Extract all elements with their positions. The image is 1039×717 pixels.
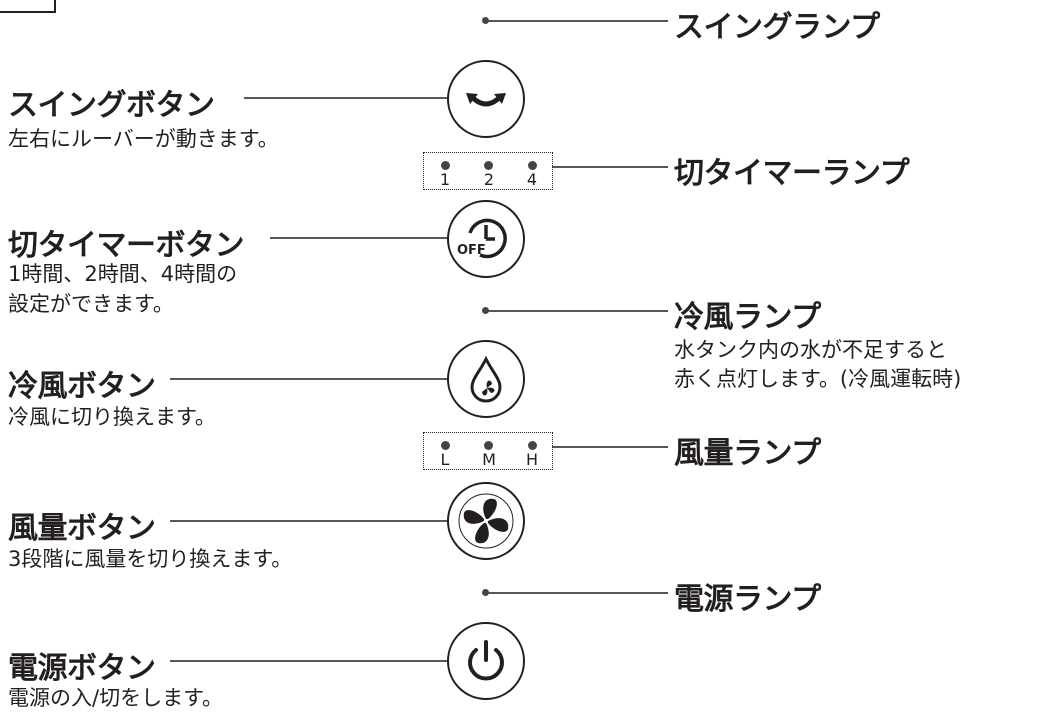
cool-wind-drop-icon: [470, 355, 502, 403]
power-button[interactable]: [447, 622, 525, 700]
power-lamp-label: 電源ランプ: [674, 582, 821, 617]
off-timer-button-desc-1: 1時間、2時間、4時間の: [8, 262, 238, 286]
fan-icon: [458, 493, 514, 549]
cool-button-title: 冷風ボタン: [8, 369, 156, 404]
off-timer-button[interactable]: OFF: [447, 200, 525, 278]
power-icon: [468, 640, 504, 681]
off-timer-button-desc-2: 設定ができます。: [8, 292, 174, 316]
off-timer-icon: OFF: [457, 218, 507, 259]
cool-lamp: [482, 307, 489, 314]
power-lamp: [482, 589, 489, 596]
fan-level-m: M: [482, 450, 496, 469]
cool-button[interactable]: [447, 340, 525, 418]
power-button-title: 電源ボタン: [8, 651, 156, 686]
power-button-desc: 電源の入/切をします。: [8, 686, 223, 710]
swing-button[interactable]: [447, 60, 525, 138]
swing-lamp: [482, 17, 489, 24]
swing-arrows-icon: [466, 93, 506, 107]
timer-level-4: 4: [526, 170, 538, 189]
fan-speed-button[interactable]: [447, 482, 525, 560]
timer-lamp-2: [484, 161, 493, 170]
frame-corner: [0, 0, 56, 13]
off-label: OFF: [457, 243, 486, 258]
fan-level-h: H: [525, 450, 539, 469]
fan-lamp-l: [441, 441, 450, 450]
fan-speed-lamp-label: 風量ランプ: [674, 436, 821, 471]
off-timer-lamp-label: 切タイマーランプ: [674, 156, 910, 191]
fan-lamp-h: [528, 441, 537, 450]
fan-speed-button-title: 風量ボタン: [8, 511, 156, 546]
off-timer-button-title: 切タイマーボタン: [8, 228, 245, 263]
cool-button-desc: 冷風に切り換えます。: [8, 405, 216, 429]
timer-level-2: 2: [483, 170, 495, 189]
fan-lamp-m: [484, 441, 493, 450]
fan-level-l: L: [440, 450, 450, 469]
swing-button-desc: 左右にルーバーが動きます。: [8, 127, 279, 151]
timer-lamp-4: [528, 161, 537, 170]
timer-lamp-1: [441, 161, 450, 170]
fan-speed-button-desc: 3段階に風量を切り換えます。: [8, 547, 293, 571]
swing-lamp-label: スイングランプ: [674, 10, 880, 45]
timer-level-1: 1: [439, 170, 451, 189]
fan-lamp-group: L M H: [423, 432, 553, 470]
swing-button-title: スイングボタン: [8, 88, 215, 123]
cool-lamp-label: 冷風ランプ: [674, 300, 821, 335]
cool-lamp-desc-1: 水タンク内の水が不足すると: [674, 338, 947, 362]
timer-lamp-group: 1 2 4: [423, 152, 553, 190]
cool-lamp-desc-2: 赤く点灯します。(冷風運転時): [674, 367, 962, 391]
